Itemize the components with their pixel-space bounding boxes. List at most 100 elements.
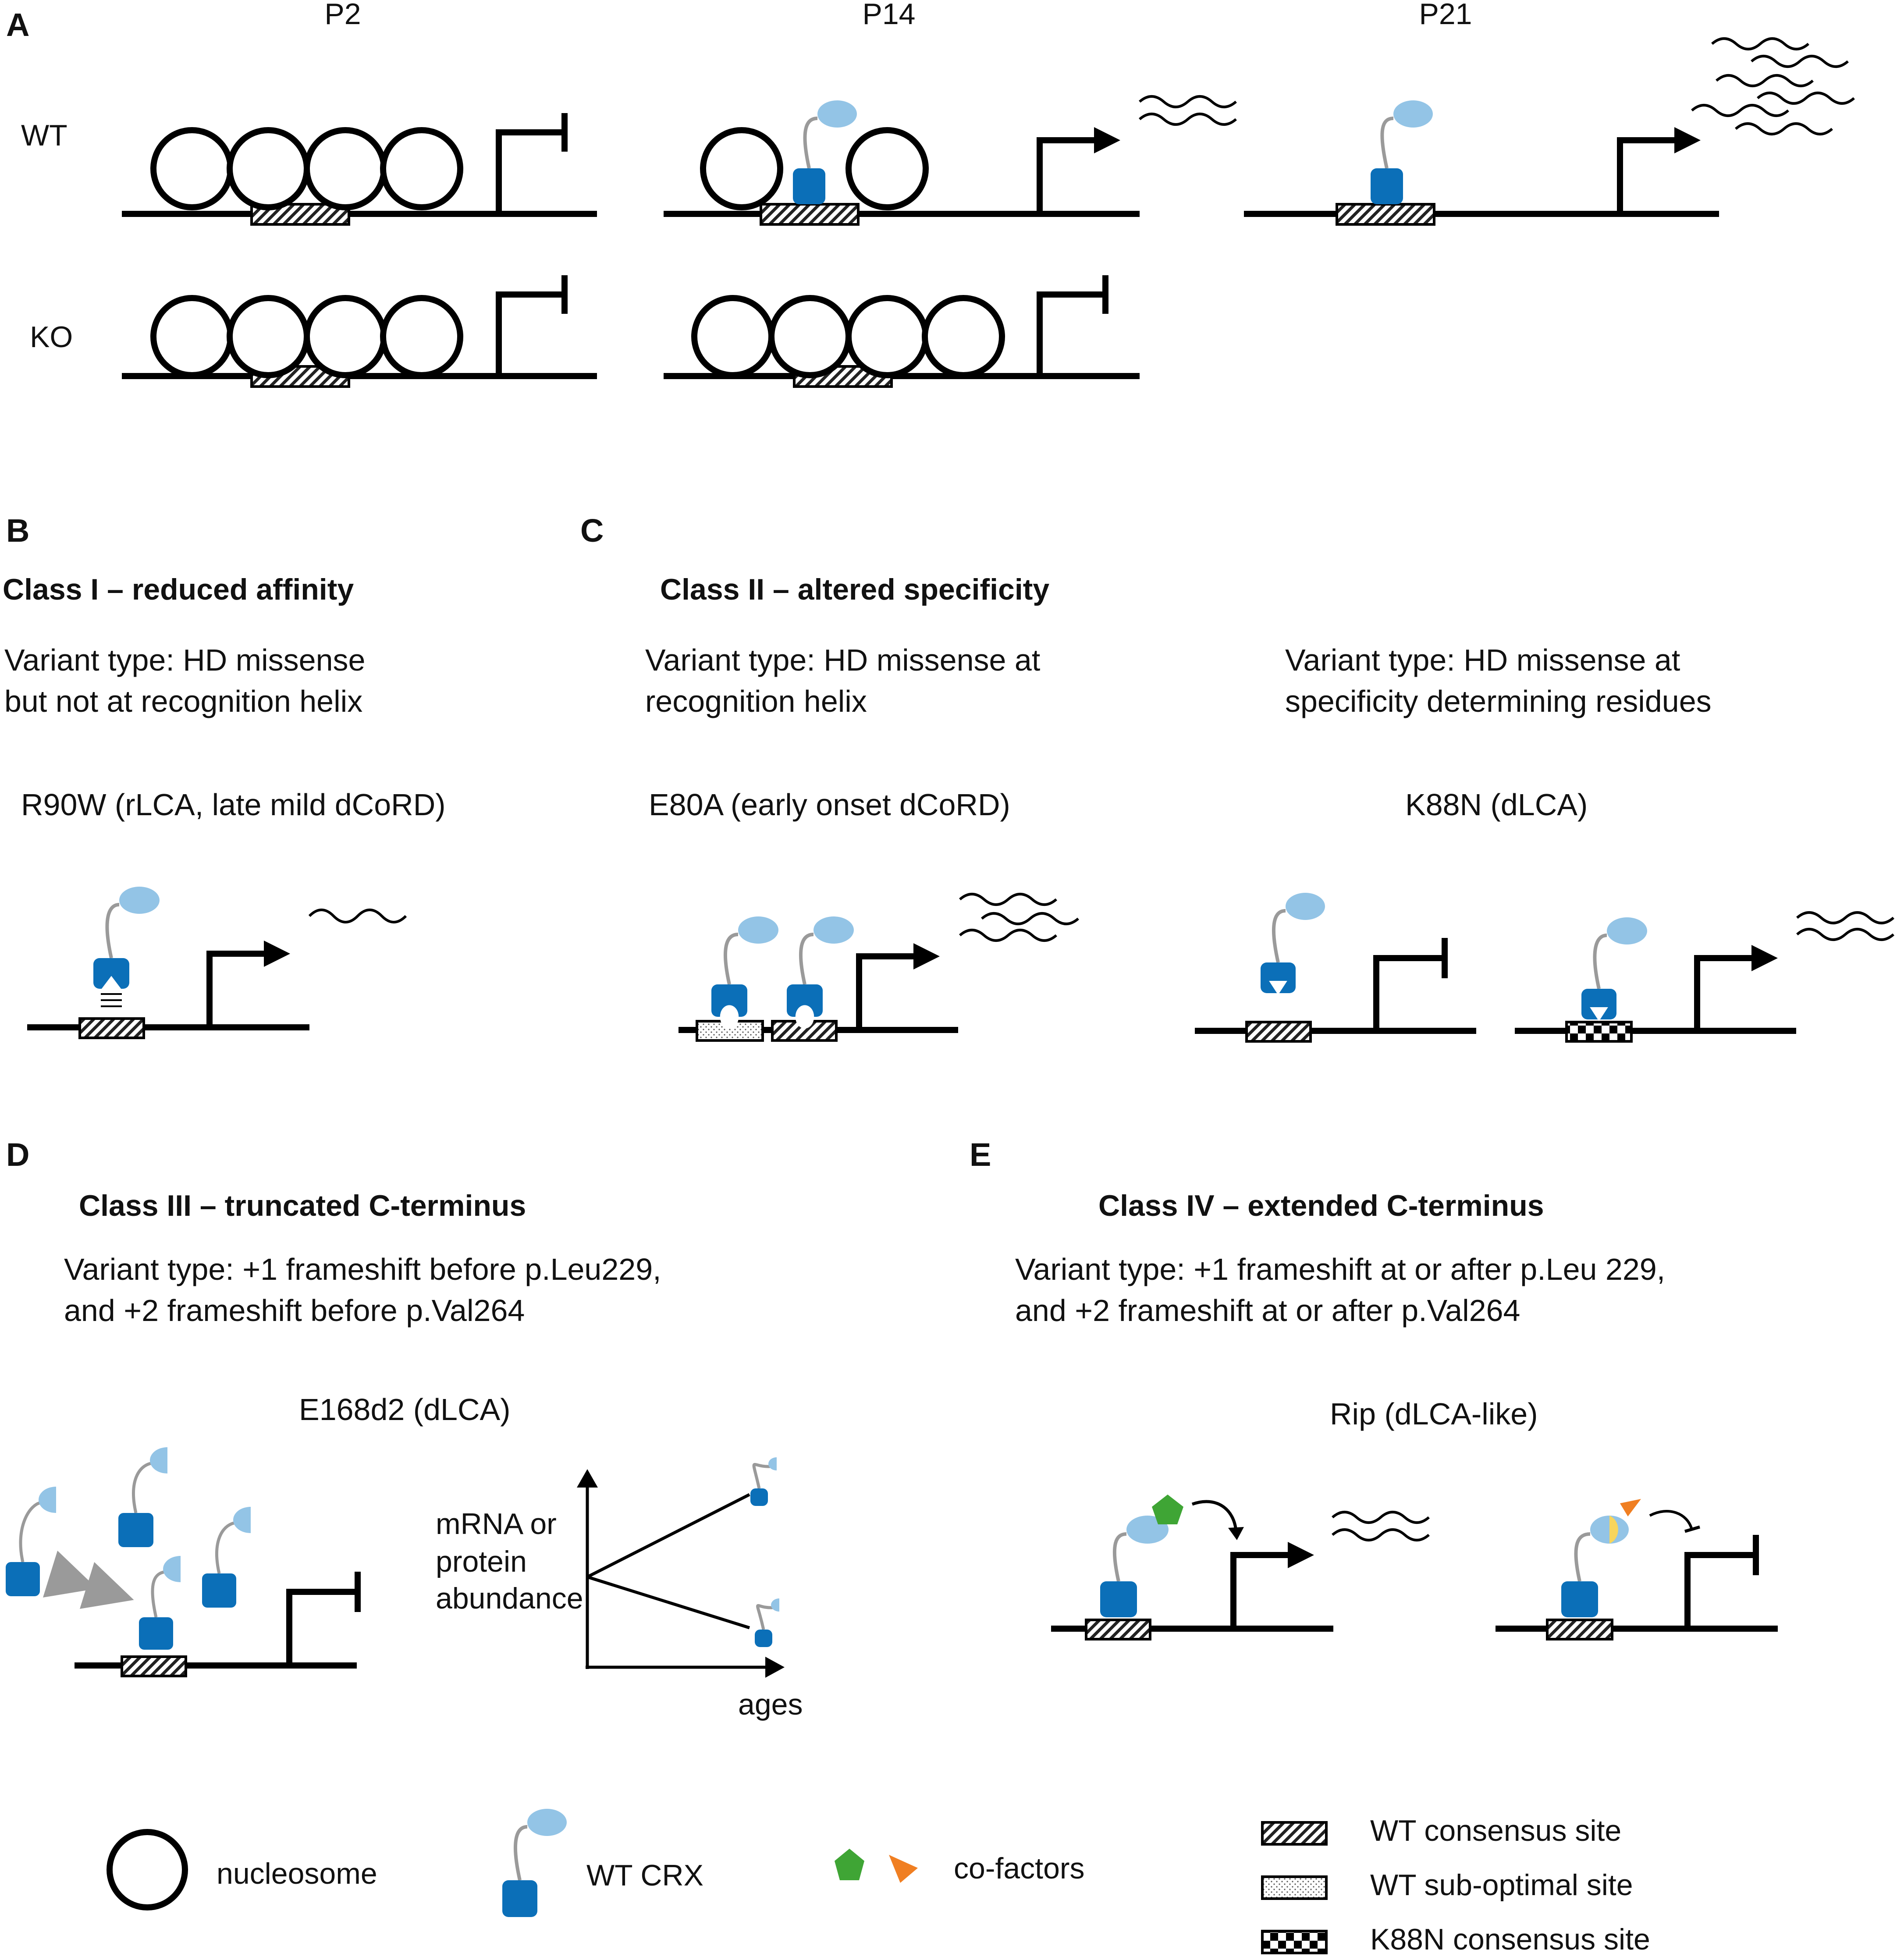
crx-homeodomain: [93, 958, 129, 989]
nucleosome: [304, 127, 387, 210]
graph-x-arrowhead: [765, 1657, 785, 1678]
mrna-transcript: [1796, 911, 1894, 924]
mutant-extended-tail: [1609, 1516, 1618, 1544]
mrna-transcript: [1139, 113, 1237, 126]
legend-k88n-consensus-label: K88N consensus site: [1370, 1923, 1650, 1956]
truncated-crx-linker: [756, 1604, 773, 1630]
diffusion-double-arrow: [43, 1550, 134, 1609]
panel-b-label: B: [6, 512, 29, 549]
nucleosome: [150, 295, 234, 378]
panel-c-label: C: [580, 512, 604, 549]
truncated-crx-head: [39, 1487, 56, 1513]
transcription-arrowhead: [1674, 127, 1701, 153]
wt-consensus-site: [1546, 1619, 1613, 1640]
panel-c-right-example: K88N (dLCA): [1405, 788, 1588, 822]
crx-head-domain: [119, 887, 160, 914]
crx-linker: [1593, 934, 1607, 989]
crx-homeodomain: [793, 168, 825, 204]
mrna-transcript: [1332, 1511, 1430, 1524]
transcription-arrowhead: [913, 943, 940, 969]
mrna-transcript: [1139, 95, 1237, 108]
promoter-bent-line: [1617, 137, 1677, 214]
mrna-transcript: [1716, 74, 1814, 87]
crx-homeodomain: [787, 984, 823, 1017]
wt-consensus-site: [1261, 1821, 1328, 1846]
crx-linker: [1272, 909, 1286, 963]
homeodomain-v-notch: [101, 976, 121, 989]
nucleosome: [922, 295, 1005, 378]
legend-wt-suboptimal-label: WT sub-optimal site: [1370, 1868, 1633, 1902]
mrna-transcript: [1757, 92, 1855, 105]
nucleosome: [227, 295, 310, 378]
wt-consensus-site: [121, 1655, 187, 1677]
panel-c-left-variant-line1: Variant type: HD missense at: [645, 643, 1040, 677]
promoter-bent-line: [1037, 137, 1097, 214]
panel-d-class-title: Class III – truncated C-terminus: [79, 1189, 526, 1222]
nucleosome: [380, 295, 463, 378]
crx-linker: [799, 933, 814, 985]
nucleosome: [845, 127, 929, 210]
promoter-bent-line: [1230, 1552, 1290, 1629]
crx-linker: [803, 117, 818, 169]
transcription-arrowhead: [1751, 945, 1778, 971]
stage-p14-label: P14: [863, 0, 916, 31]
row-ko-label: KO: [30, 320, 73, 354]
graph-rising-line: [586, 1493, 750, 1579]
mrna-transcript: [1735, 122, 1833, 135]
crx-homeodomain: [1581, 989, 1616, 1019]
legend-nucleosome-icon: [107, 1829, 188, 1910]
k88n-consensus-site: [1565, 1021, 1633, 1043]
promoter-bent-line: [286, 1589, 358, 1665]
legend-orange-cofactor-icon: [889, 1855, 918, 1883]
mrna-transcript: [959, 893, 1057, 906]
graph-falling-line: [586, 1575, 750, 1630]
crx-homeodomain: [711, 984, 747, 1017]
truncated-crx-head: [163, 1556, 181, 1582]
crx-head-domain: [1286, 893, 1325, 920]
panel-b-variant-line1: Variant type: HD missense: [4, 643, 365, 677]
orange-cofactor: [1620, 1499, 1641, 1516]
nucleosome: [227, 127, 310, 210]
crx-head-domain: [1393, 100, 1433, 128]
panel-e-variant-line1: Variant type: +1 frameshift at or after …: [1015, 1252, 1665, 1286]
panel-d-variant-line2: and +2 frameshift before p.Val264: [64, 1293, 525, 1328]
graph-y-arrowhead: [577, 1469, 598, 1488]
mrna-transcript: [959, 929, 1057, 942]
row-wt-label: WT: [21, 119, 67, 152]
mrna-transcript: [308, 909, 407, 923]
panel-e-variant-line2: and +2 frameshift at or after p.Val264: [1015, 1293, 1520, 1328]
crx-homeodomain: [1371, 168, 1403, 204]
truncated-crx-linker: [132, 1461, 154, 1513]
panel-b-class-title: Class I – reduced affinity: [3, 573, 354, 606]
nucleosome: [380, 127, 463, 210]
repression-curve: [1649, 1510, 1693, 1530]
crx-head-domain: [1607, 917, 1647, 944]
panel-c-class-title: Class II – altered specificity: [660, 573, 1049, 606]
truncated-crx-linker: [752, 1463, 770, 1489]
mrna-transcript: [1711, 37, 1809, 50]
crx-homeodomain: [502, 1880, 537, 1917]
wt-consensus-site: [1245, 1021, 1312, 1043]
truncated-crx-head: [150, 1447, 167, 1474]
crx-linker: [1574, 1532, 1591, 1582]
truncated-crx-linker: [215, 1521, 237, 1574]
panel-c-right-variant-line2: specificity determining residues: [1285, 684, 1712, 718]
truncated-crx-linker: [151, 1570, 167, 1618]
promoter-bent-line: [496, 129, 565, 214]
truncated-crx-linker: [19, 1501, 43, 1562]
schematic-graphics: [6, 37, 1894, 1954]
stage-p21-label: P21: [1419, 0, 1472, 31]
panel-b-example: R90W (rLCA, late mild dCoRD): [21, 788, 446, 822]
nucleosome: [845, 295, 929, 378]
k88n-consensus-site: [1261, 1930, 1328, 1954]
stage-p2-label: P2: [324, 0, 361, 31]
crx-head-domain: [738, 916, 778, 944]
crx-linker: [723, 933, 739, 985]
crx-homeodomain: [1561, 1581, 1598, 1617]
crx-linker: [105, 903, 120, 959]
panel-d-label: D: [6, 1136, 29, 1173]
legend-green-cofactor-icon: [835, 1849, 864, 1880]
homeodomain-wedge-notch: [1590, 1007, 1608, 1021]
legend-wt-crx-label: WT CRX: [586, 1859, 703, 1892]
